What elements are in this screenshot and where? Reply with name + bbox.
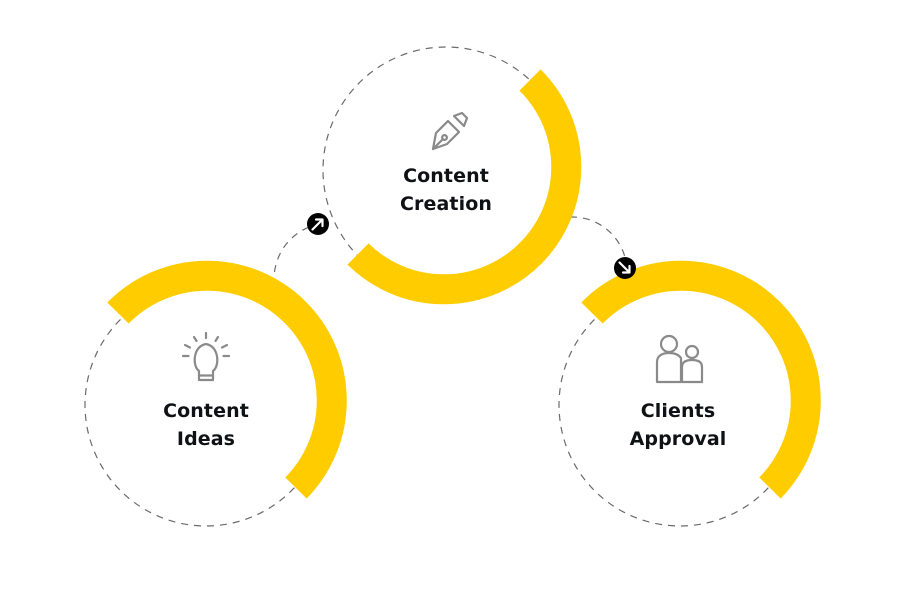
accent-arc-approval	[581, 260, 821, 499]
connector-arc-ideas-creation	[273, 223, 321, 286]
step-title-line-1: Clients	[640, 400, 716, 422]
step-title-line-2: Approval	[629, 428, 727, 450]
step-title-line-2: Ideas	[176, 428, 236, 450]
step-title-content-ideas: Content Ideas	[126, 397, 286, 453]
accent-arc-creation	[347, 69, 582, 305]
arrow-right-icon	[307, 213, 329, 235]
people-icon	[655, 334, 704, 384]
step-title-line-1: Content	[163, 400, 249, 422]
accent-arc-ideas	[107, 260, 347, 499]
arrow-down-icon	[614, 257, 636, 279]
step-title-line-1: Content	[403, 165, 489, 187]
connector-arc-creation-approval	[569, 216, 627, 263]
fountain-pen-nib-icon	[431, 111, 469, 151]
step-title-content-creation: Content Creation	[366, 162, 526, 218]
step-title-line-2: Creation	[400, 193, 492, 215]
step-title-clients-approval: Clients Approval	[598, 397, 758, 453]
lightbulb-icon	[181, 331, 231, 382]
